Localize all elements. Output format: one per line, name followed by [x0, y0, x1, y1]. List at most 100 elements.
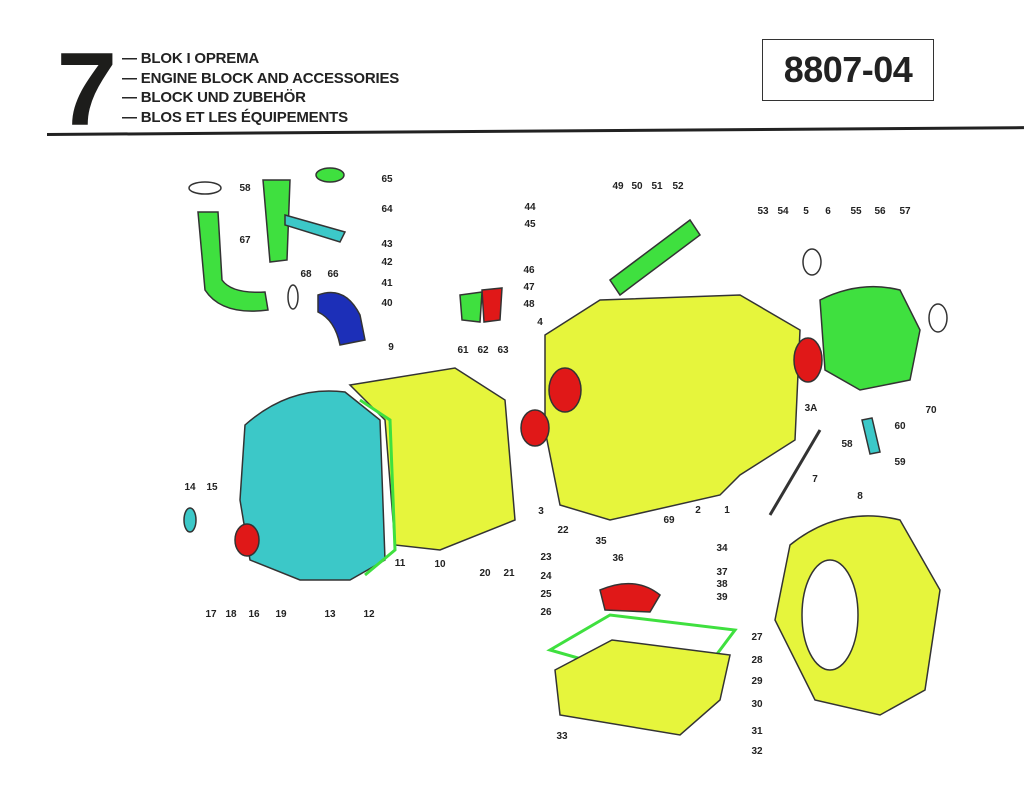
part-label-1: 1 — [724, 505, 730, 516]
ring-68 — [287, 284, 299, 310]
part-label-22: 22 — [557, 525, 569, 536]
part-label-36: 36 — [612, 553, 624, 564]
part-label-19: 19 — [275, 609, 287, 620]
seal-5 — [802, 248, 822, 276]
part-label-2: 2 — [695, 505, 701, 516]
part-code-box: 8807-04 — [762, 39, 934, 101]
gasket-40 — [459, 291, 483, 323]
part-label-50: 50 — [631, 181, 643, 192]
chapter-number: 7 — [56, 32, 118, 148]
part-label-64: 64 — [381, 204, 393, 215]
part-label-57: 57 — [899, 206, 911, 217]
part-label-60: 60 — [894, 421, 906, 432]
part-label-31: 31 — [751, 726, 763, 737]
part-label-3: 3 — [538, 506, 544, 517]
part-label-52: 52 — [672, 181, 684, 192]
part-label-59: 59 — [894, 457, 906, 468]
part-label-65: 65 — [381, 174, 393, 185]
part-label-66: 66 — [327, 269, 339, 280]
part-label-41: 41 — [381, 278, 393, 289]
part-label-34: 34 — [716, 543, 728, 554]
part-label-21: 21 — [503, 568, 515, 579]
engine-block — [544, 294, 801, 521]
title-english: ENGINE BLOCK AND ACCESSORIES — [122, 69, 400, 89]
part-label-32: 32 — [751, 746, 763, 757]
part-label-58: 58 — [841, 439, 853, 450]
seal-41 — [481, 287, 503, 323]
seal-57 — [928, 303, 948, 333]
part-label-49: 49 — [612, 181, 624, 192]
bearing-3 — [520, 409, 550, 447]
part-label-63: 63 — [497, 345, 509, 356]
flywheel-opening — [801, 559, 859, 671]
cap-65 — [315, 167, 345, 183]
part-label-4: 4 — [537, 317, 543, 328]
part-label-47: 47 — [523, 282, 535, 293]
part-label-45: 45 — [524, 219, 536, 230]
oil-pan-28 — [554, 639, 731, 736]
part-label-26: 26 — [540, 607, 552, 618]
part-label-14: 14 — [184, 482, 196, 493]
part-label-39: 39 — [716, 592, 728, 603]
part-label-7: 7 — [812, 474, 818, 485]
part-label-44: 44 — [524, 202, 536, 213]
part-label-24: 24 — [540, 571, 552, 582]
hose-67 — [197, 211, 269, 312]
part-label-53: 53 — [757, 206, 769, 217]
housing-10 — [348, 367, 516, 551]
timing-cover — [239, 390, 386, 581]
plate-59 — [861, 417, 881, 455]
part-label-54: 54 — [777, 206, 789, 217]
filler-pipe — [262, 179, 291, 263]
part-label-43: 43 — [381, 239, 393, 250]
rear-cover-55 — [819, 285, 921, 391]
oil-filler-49 — [608, 218, 702, 297]
part-label-10: 10 — [434, 559, 446, 570]
part-label-38: 38 — [716, 579, 728, 590]
part-label-35: 35 — [595, 536, 607, 547]
part-label-56: 56 — [874, 206, 886, 217]
part-label-3A: 3A — [805, 403, 818, 414]
seal-16 — [234, 523, 260, 557]
part-label-61: 61 — [457, 345, 469, 356]
title-french: BLOS ET LES ÉQUIPEMENTS — [122, 108, 399, 128]
part-label-8: 8 — [857, 491, 863, 502]
title-croatian: BLOK I OPREMA — [122, 49, 399, 69]
part-label-51: 51 — [651, 181, 663, 192]
part-label-30: 30 — [751, 699, 763, 710]
part-label-27: 27 — [751, 632, 763, 643]
title-german: BLOCK UND ZUBEHÖR — [122, 88, 399, 108]
part-label-67: 67 — [239, 235, 251, 246]
part-label-58: 58 — [239, 183, 251, 194]
part-label-28: 28 — [751, 655, 763, 666]
part-label-69: 69 — [663, 515, 675, 526]
part-label-12: 12 — [363, 609, 375, 620]
oil-strainer-36 — [599, 582, 661, 613]
part-label-62: 62 — [477, 345, 489, 356]
part-label-17: 17 — [205, 609, 217, 620]
nut-58 — [188, 181, 222, 195]
part-label-18: 18 — [225, 609, 237, 620]
seal-14 — [183, 507, 197, 533]
bearing-3A — [793, 337, 823, 383]
part-label-5: 5 — [803, 206, 809, 217]
part-label-15: 15 — [206, 482, 218, 493]
part-label-11: 11 — [395, 558, 406, 569]
elbow-66 — [317, 291, 366, 346]
part-label-16: 16 — [248, 609, 260, 620]
section-titles: BLOK I OPREMA ENGINE BLOCK AND ACCESSORI… — [122, 49, 400, 128]
part-label-48: 48 — [523, 299, 535, 310]
part-label-13: 13 — [324, 609, 336, 620]
part-label-25: 25 — [540, 589, 552, 600]
part-label-40: 40 — [381, 298, 393, 309]
part-label-68: 68 — [300, 269, 312, 280]
part-label-6: 6 — [825, 206, 831, 217]
part-label-37: 37 — [716, 567, 728, 578]
part-label-9: 9 — [388, 342, 394, 353]
part-label-55: 55 — [850, 206, 862, 217]
part-label-70: 70 — [925, 405, 937, 416]
part-label-29: 29 — [751, 676, 763, 687]
gasket-12 — [359, 398, 397, 577]
bracket-64 — [284, 214, 347, 243]
